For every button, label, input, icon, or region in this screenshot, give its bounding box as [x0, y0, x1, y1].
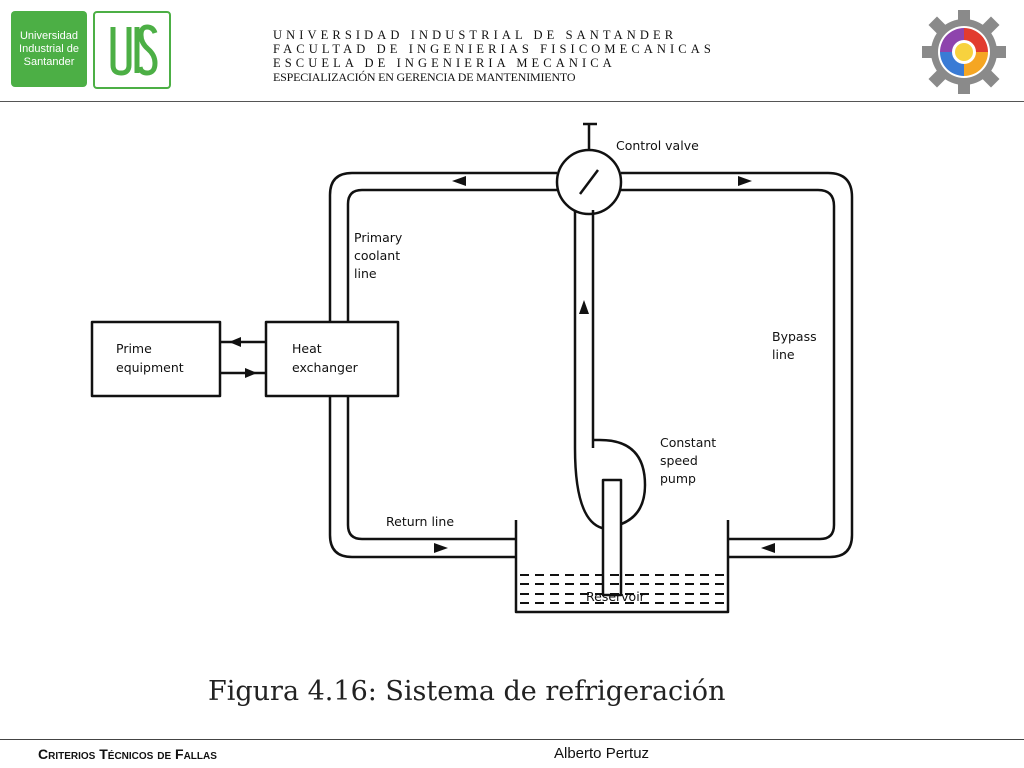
- figure-caption: Figura 4.16: Sistema de refrigeración: [208, 676, 726, 707]
- header-divider: [0, 101, 1024, 102]
- label-line: Constant: [660, 435, 716, 450]
- label-line: line: [772, 347, 795, 362]
- control-valve-disc: [579, 169, 599, 195]
- label-line: Prime: [116, 341, 152, 356]
- school-name: ESCUELA DE INGENIERIA MECANICA: [273, 56, 616, 70]
- flow-arrow-to-prime: [229, 337, 241, 347]
- label-line: coolant: [354, 248, 400, 263]
- uis-monogram-logo: [93, 11, 171, 89]
- bypass-pipe-inner-wall: [621, 188, 836, 541]
- logo-line: Universidad: [19, 29, 79, 42]
- uis-monogram-icon: [110, 24, 158, 76]
- label-line: line: [354, 266, 377, 281]
- institution-header: UNIVERSIDAD INDUSTRIAL DE SANTANDER FACU…: [273, 28, 715, 84]
- flow-arrow-primary: [452, 176, 466, 186]
- label-line: Bypass: [772, 329, 817, 344]
- university-name: UNIVERSIDAD INDUSTRIAL DE SANTANDER: [273, 28, 678, 42]
- reservoir-liquid: [520, 574, 724, 604]
- label-line: Heat: [292, 341, 322, 356]
- label-line: exchanger: [292, 360, 359, 375]
- label-line: pump: [660, 471, 696, 486]
- faculty-name: FACULTAD DE INGENIERIAS FISICOMECANICAS: [273, 42, 715, 56]
- flow-arrow-return-left: [761, 543, 775, 553]
- logo-line: Santander: [23, 55, 75, 68]
- bypass-line-label: Bypass line: [772, 329, 821, 362]
- primary-coolant-label: Primary coolant line: [354, 230, 406, 281]
- program-name: ESPECIALIZACIÓN EN GERENCIA DE MANTENIMI…: [273, 70, 576, 84]
- return-line-label: Return line: [386, 514, 454, 529]
- author-name: Alberto Pertuz: [554, 745, 650, 762]
- prime-equipment-label: Prime equipment: [116, 341, 184, 375]
- heat-exchanger-label: Heat exchanger: [292, 341, 359, 375]
- primary-pipe-outer-wall: [328, 171, 557, 322]
- pump-casing: [573, 438, 647, 530]
- bypass-pipe-outer-wall: [621, 171, 854, 559]
- prime-equipment-box: [90, 320, 222, 398]
- label-line: speed: [660, 453, 698, 468]
- flow-arrow-bypass: [738, 176, 752, 186]
- pump-suction-pipe: [601, 478, 623, 597]
- school-gear-logo-icon: [922, 10, 1006, 94]
- flow-arrow-to-exchanger: [245, 368, 257, 378]
- reservoir-tank: [514, 520, 730, 614]
- logo-line: Industrial de: [19, 42, 79, 55]
- heat-exchanger-box: [264, 320, 400, 398]
- footer-divider: [0, 739, 1024, 740]
- return-pipe-outer-wall: [328, 396, 516, 559]
- pump-label: Constant speed pump: [660, 435, 720, 486]
- label-line: equipment: [116, 360, 184, 375]
- return-pipe-inner-wall: [346, 396, 516, 541]
- flow-arrow-return-right: [434, 543, 448, 553]
- flow-arrow-riser: [579, 300, 589, 314]
- reservoir-label: Reservoir: [586, 589, 646, 604]
- uis-wordmark-logo: Universidad Industrial de Santander: [11, 11, 87, 87]
- course-title: Criterios Técnicos de Fallas: [38, 746, 217, 762]
- cooling-system-diagram: Control valve Primary coolant line Prime…: [90, 122, 854, 614]
- label-line: Primary: [354, 230, 403, 245]
- control-valve-label: Control valve: [616, 138, 699, 153]
- primary-pipe-inner-wall: [346, 188, 557, 322]
